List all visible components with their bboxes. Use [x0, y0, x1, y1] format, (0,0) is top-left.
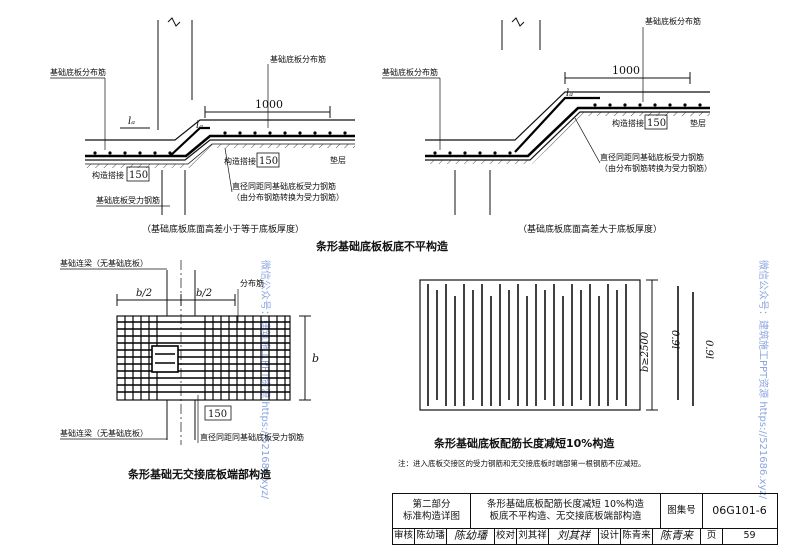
title-block-part: 第二部分 标准构造详图: [393, 494, 471, 528]
check-label: 校对: [495, 528, 517, 544]
title-block-desc: 条形基础底板配筋长度减短 10%构造 板底不平构造、无交接底板端部构造: [471, 494, 661, 528]
title-shortened: 条形基础底板配筋长度减短10%构造: [433, 436, 615, 450]
la-label-1: lₐ: [128, 116, 135, 127]
title-block: 第二部分 标准构造详图 条形基础底板配筋长度减短 10%构造 板底不平构造、无交…: [392, 493, 778, 545]
label-bottom-main-left: 基础底板受力钢筋: [96, 195, 160, 205]
review-label: 审核: [393, 528, 415, 544]
dim-150-top-left: 150: [259, 156, 278, 167]
title-end-plan: 条形基础无交接底板端部构造: [127, 467, 272, 481]
note-line1-right: 直径同距同基础底板受力钢筋: [600, 152, 704, 162]
watermark-right: 微信公众号：建筑施工PPT资源 https://521686.xyz/: [757, 260, 770, 500]
label-cushion-right: 垫层: [690, 118, 706, 128]
part-label: 第二部分: [412, 499, 451, 510]
label-cushion-left: 垫层: [330, 155, 346, 165]
la-label-right: lₐ: [566, 88, 573, 99]
note-shortened: 注：进入底板交接区的受力钢筋和无交接底板时端部第一根钢筋不应减短。: [398, 458, 646, 468]
dim-09l-1: 0.9l: [669, 330, 680, 349]
dim-09l-2: 0.9l: [703, 340, 714, 359]
design-signature: 陈青来: [653, 528, 701, 544]
label-lap-bottom-left: 构造搭接: [92, 170, 124, 180]
detail-end-plan: b/2 b/2 b 基础连梁（无基础底板） 分布筋 150 基础连梁（无基础底板…: [60, 258, 319, 481]
label-left-dist-right: 基础底板分布筋: [382, 67, 438, 77]
page-number: 59: [743, 530, 756, 541]
atlas-label: 图集号: [661, 494, 703, 528]
design-name: 陈青来: [621, 528, 653, 544]
dim-150-plan: 150: [208, 409, 227, 420]
caption-right: （基础底板底面高差大于底板厚度）: [518, 223, 662, 235]
dim-150-right: 150: [647, 118, 666, 129]
detail-shortened-rebar: b≥2500 0.9l 0.9l 条形基础底板配筋长度减短10%构造 注：进入底…: [398, 279, 714, 468]
page-label: 页: [701, 528, 723, 544]
label-dist-plan: 分布筋: [240, 278, 264, 288]
check-signature: 刘其祥: [549, 528, 599, 544]
check-name: 刘其祥: [517, 528, 549, 544]
label-beam-top: 基础连梁（无基础底板）: [60, 258, 148, 268]
label-top-dist-right: 基础底板分布筋: [645, 16, 701, 26]
desc-line-1: 条形基础底板配筋长度减短 10%构造: [486, 499, 645, 510]
desc-line-2: 板底不平构造、无交接底板端部构造: [489, 511, 642, 522]
dim-150-bottom-left: 150: [129, 170, 148, 181]
note-line1-left: 直径同距同基础底板受力钢筋: [232, 181, 336, 191]
dim-b-plan: b: [312, 352, 319, 365]
review-name: 陈幼璠: [415, 528, 447, 544]
dim-half-1: b/2: [136, 288, 152, 299]
design-label: 设计: [599, 528, 621, 544]
review-signature: 陈幼璠: [447, 528, 495, 544]
dim-1000-left: 1000: [255, 98, 283, 111]
dim-b-2500: b≥2500: [640, 331, 651, 372]
atlas-number: 06G101-6: [712, 504, 767, 517]
la-label-2: lₐ: [196, 120, 203, 131]
title-block-row-1: 第二部分 标准构造详图 条形基础底板配筋长度减短 10%构造 板底不平构造、无交…: [393, 494, 777, 529]
title-block-row-2: 审核 陈幼璠 陈幼璠 校对 刘其祥 刘其祥 设计 陈青来 陈青来 页 59: [393, 528, 777, 544]
label-beam-bottom: 基础连梁（无基础底板）: [60, 428, 148, 438]
label-top-dist-left: 基础底板分布筋: [270, 54, 326, 64]
detail-step-large: 1000 lₐ 基础底板分布筋 基础底板分布筋 构造搭接 150 垫层 直径同距…: [382, 16, 712, 235]
label-left-dist-left: 基础底板分布筋: [50, 67, 106, 77]
part-sub-label: 标准构造详图: [402, 511, 460, 522]
note-line2-right: （由分布钢筋转换为受力钢筋）: [600, 163, 712, 173]
detail-step-small: 1000 lₐ lₐ 基础底板分布筋 基础底板分布筋 构造搭接 150 垫层 构…: [50, 17, 355, 235]
caption-left: （基础底板底面高差小于等于底板厚度）: [142, 223, 304, 235]
dim-half-2: b/2: [196, 288, 212, 299]
note-plan: 直径同距同基础底板受力钢筋: [200, 432, 304, 442]
label-lap-top-left: 构造搭接: [224, 156, 256, 166]
middle-title: 条形基础底板板底不平构造: [315, 239, 449, 253]
label-lap-right: 构造搭接: [612, 118, 644, 128]
note-line2-left: （由分布钢筋转换为受力钢筋）: [232, 192, 344, 202]
dim-1000-right: 1000: [612, 64, 640, 77]
